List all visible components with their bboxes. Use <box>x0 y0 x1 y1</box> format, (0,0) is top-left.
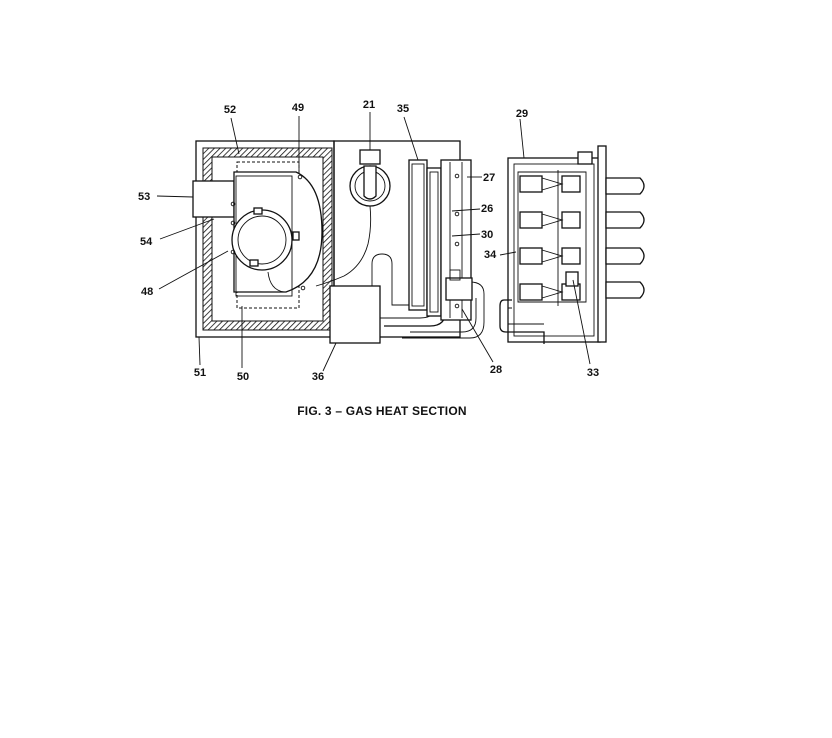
figure-caption: FIG. 3 – GAS HEAT SECTION <box>297 404 466 418</box>
leader-lines <box>156 112 591 372</box>
blower-wheel <box>231 209 293 271</box>
callout-30: 30 <box>481 229 493 241</box>
callout-49: 49 <box>292 102 304 114</box>
callout-50: 50 <box>237 371 249 383</box>
callout-51: 51 <box>194 367 206 379</box>
callout-28: 28 <box>490 364 502 376</box>
callout-54: 54 <box>140 236 153 248</box>
callout-21: 21 <box>363 99 375 111</box>
callout-52: 52 <box>224 104 236 116</box>
callout-35-top: 35 <box>397 103 409 115</box>
burner-assembly <box>499 145 645 344</box>
callout-33: 33 <box>587 367 599 379</box>
callout-53: 53 <box>138 191 150 203</box>
manifold-assembly <box>408 159 473 321</box>
callout-48: 48 <box>141 286 153 298</box>
inducer-bracket <box>192 180 235 218</box>
callout-26: 26 <box>481 203 493 215</box>
blower-housing <box>230 171 323 297</box>
gas-valve <box>329 285 381 344</box>
gas-valve-assembly <box>315 140 485 344</box>
callout-34: 34 <box>484 249 497 261</box>
callout-27: 27 <box>483 172 495 184</box>
callout-29: 29 <box>516 108 528 120</box>
callout-36-bottom: 36 <box>312 371 324 383</box>
